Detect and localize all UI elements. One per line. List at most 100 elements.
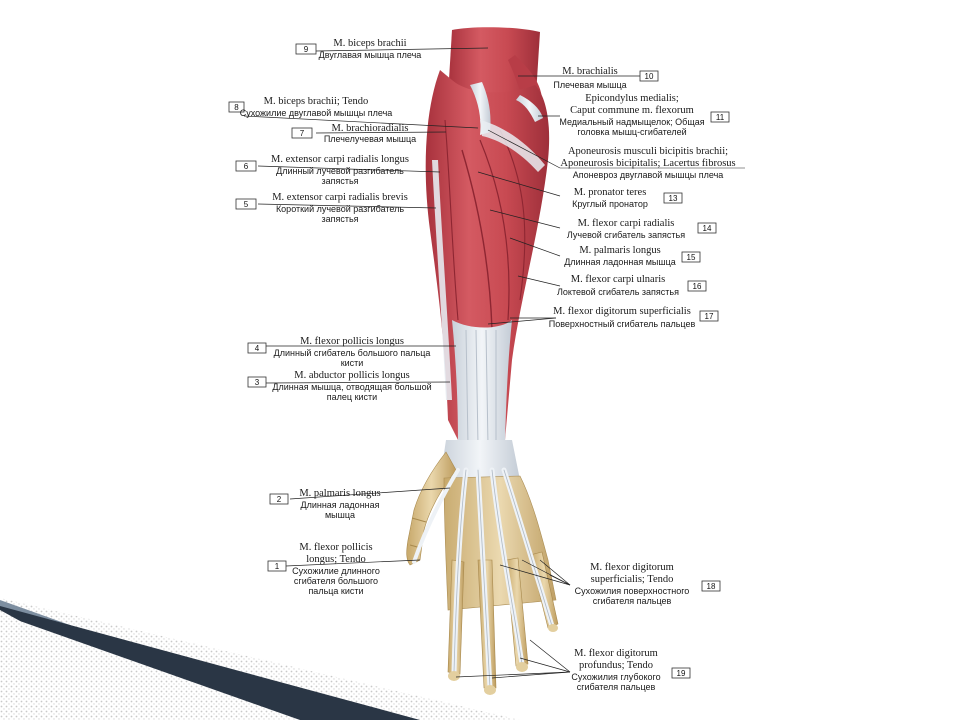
label-13-number-box [663, 192, 683, 204]
label-11-number: 11 [716, 113, 725, 122]
label-3-number-box [247, 376, 267, 388]
label-5-number: 5 [244, 200, 249, 209]
label-5-russian-1: Короткий лучевой разгибатель [276, 204, 404, 214]
label-15-latin: M. palmaris longus [579, 245, 660, 256]
label-14: 14 M. flexor carpi radialis Лучевой сгиб… [567, 218, 717, 240]
label-16-russian: Локтевой сгибатель запястья [557, 287, 679, 297]
forearm-illustration [406, 27, 559, 695]
bicipital-aponeurosis [480, 120, 545, 172]
label-1-latin-1: M. flexor pollicis [299, 542, 372, 553]
common-flexor-head [516, 95, 543, 122]
label-6: 6 M. extensor carpi radialis longus Длин… [235, 154, 409, 186]
label-9-latin: M. biceps brachii [333, 38, 406, 49]
label-7-number-box [291, 127, 313, 139]
label-17: 17 M. flexor digitorum superficialis Пов… [549, 306, 719, 329]
label-10-russian: Плечевая мышца [553, 80, 626, 90]
label-18-number: 18 [707, 582, 716, 591]
label-17-number: 17 [705, 312, 714, 321]
label-1-russian-1: Сухожилие длинного [292, 566, 380, 576]
label-8: 8 M. biceps brachii; Tendo Сухожилие дву… [228, 96, 393, 118]
label-13: 13 M. pronator teres Круглый пронатор [572, 187, 683, 209]
label-16-latin: M. flexor carpi ulnaris [571, 274, 665, 285]
label-14-russian: Лучевой сгибатель запястья [567, 230, 685, 240]
label-14-number: 14 [703, 224, 712, 233]
distal-tendons [452, 320, 512, 445]
label-7-number: 7 [300, 129, 305, 138]
label-17-number-box [699, 310, 719, 322]
label-17-russian: Поверхностный сгибатель пальцев [549, 319, 696, 329]
label-4-russian-1: Длинный сгибатель большого пальца [274, 348, 431, 358]
label-2-russian-2: мышца [325, 510, 355, 520]
label-11: 11 Epicondylus medialis; Caput commune m… [559, 93, 730, 137]
label-4: 4 M. flexor pollicis longus Длинный сгиб… [247, 336, 431, 368]
label-19-number: 19 [677, 669, 686, 678]
label-8-number: 8 [234, 103, 239, 112]
label-19-russian-2: сгибателя пальцев [577, 682, 656, 692]
label-19-latin-1: M. flexor digitorum [574, 648, 658, 659]
label-13-russian: Круглый пронатор [572, 199, 648, 209]
label-4-number: 4 [255, 344, 260, 353]
label-6-number-box [235, 160, 257, 172]
label-6-russian-2: запястья [321, 176, 358, 186]
label-13-number: 13 [669, 194, 678, 203]
label-19-latin-2: profundus; Tendo [579, 660, 653, 671]
label-7: 7 M. brachioradialis Плечелучевая мышца [291, 123, 416, 144]
label-9-number-box [295, 43, 317, 55]
label-3-number: 3 [255, 378, 260, 387]
label-15-number: 15 [687, 253, 696, 262]
label-17-latin: M. flexor digitorum superficialis [553, 306, 691, 317]
label-12: Aponeurosis musculi bicipitis brachii; A… [560, 146, 745, 180]
decorative-corner-wedge [0, 598, 520, 720]
hand-tendons [412, 467, 555, 691]
label-5-number-box [235, 198, 257, 210]
label-19-number-box [671, 667, 691, 679]
label-3-russian-2: палец кисти [327, 392, 377, 402]
label-15-number-box [681, 251, 701, 263]
label-12-russian: Апоневроз двуглавой мышцы плеча [573, 170, 724, 180]
label-14-latin: M. flexor carpi radialis [578, 218, 675, 229]
label-8-russian: Сухожилие двуглавой мышцы плеча [240, 108, 393, 118]
label-8-number-box [228, 101, 245, 113]
label-18-number-box [701, 580, 721, 592]
label-1-russian-2: сгибателя большого [294, 576, 378, 586]
label-11-number-box [710, 111, 730, 123]
label-1: 1 M. flexor pollicis longus; Tendo Сухож… [267, 542, 380, 596]
label-11-russian-1: Медиальный надмыщелок; Общая [559, 117, 704, 127]
label-18-latin-2: superficialis; Tendo [591, 574, 674, 585]
label-11-latin-2: Caput commune m. flexorum [570, 105, 694, 116]
label-10-number: 10 [645, 72, 654, 81]
label-6-russian-1: Длинный лучевой разгибатель [276, 166, 404, 176]
label-3: 3 M. abductor pollicis longus Длинная мы… [247, 370, 432, 402]
label-5: 5 M. extensor carpi radialis brevis Коро… [235, 192, 408, 224]
label-10-latin: M. brachialis [562, 66, 617, 77]
label-9-russian: Двуглавая мышца плеча [319, 50, 422, 60]
label-15-russian: Длинная ладонная мышца [564, 257, 676, 267]
label-12-latin-1: Aponeurosis musculi bicipitis brachii; [568, 146, 728, 157]
label-10: 10 M. brachialis Плечевая мышца [553, 66, 659, 90]
label-1-number: 1 [275, 562, 280, 571]
label-11-russian-2: головка мышц-сгибателей [577, 127, 686, 137]
label-5-latin: M. extensor carpi radialis brevis [272, 192, 408, 203]
label-6-number: 6 [244, 162, 249, 171]
label-7-russian: Плечелучевая мышца [324, 134, 416, 144]
label-5-russian-2: запястья [321, 214, 358, 224]
label-18-russian-1: Сухожилия поверхностного [575, 586, 690, 596]
label-2-number: 2 [277, 495, 282, 504]
label-2-russian-1: Длинная ладонная [300, 500, 379, 510]
label-4-number-box [247, 342, 267, 354]
label-18: 18 M. flexor digitorum superficialis; Te… [575, 562, 721, 606]
label-3-latin: M. abductor pollicis longus [294, 370, 410, 381]
label-15: 15 M. palmaris longus Длинная ладонная м… [564, 245, 701, 267]
label-1-number-box [267, 560, 287, 572]
label-1-russian-3: пальца кисти [308, 586, 363, 596]
label-4-russian-2: кисти [341, 358, 364, 368]
label-2-latin: M. palmaris longus [299, 488, 380, 499]
label-13-latin: M. pronator teres [574, 187, 647, 198]
label-18-russian-2: сгибателя пальцев [593, 596, 672, 606]
label-4-latin: M. flexor pollicis longus [300, 336, 404, 347]
label-8-latin: M. biceps brachii; Tendo [264, 96, 369, 107]
label-2: 2 M. palmaris longus Длинная ладонная мы… [269, 488, 381, 520]
label-19-russian-1: Сухожилия глубокого [571, 672, 660, 682]
label-16: 16 M. flexor carpi ulnaris Локтевой сгиб… [557, 274, 707, 297]
